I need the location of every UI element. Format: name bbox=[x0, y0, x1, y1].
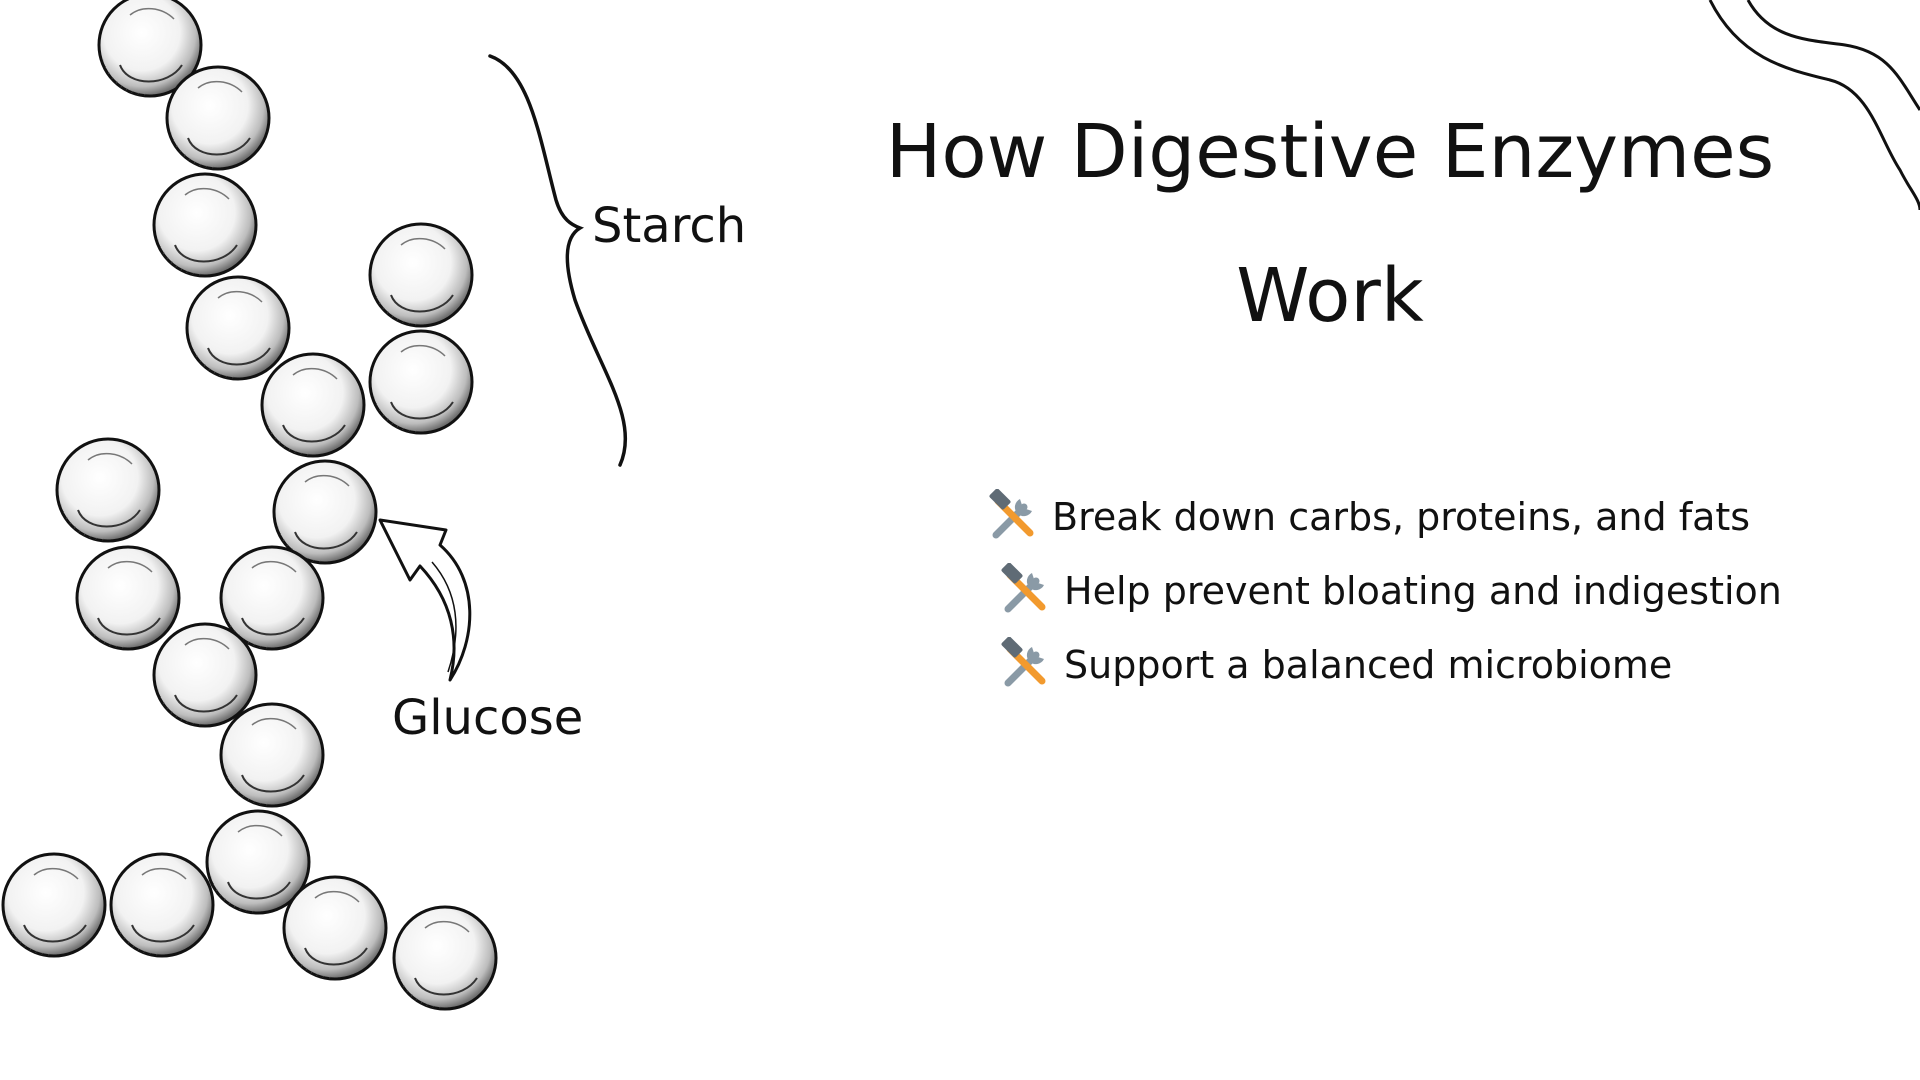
hammer-and-wrench-icon bbox=[989, 489, 1034, 539]
arrow-shading bbox=[431, 561, 457, 673]
glucose-molecule bbox=[152, 622, 258, 728]
glucose-molecule bbox=[109, 852, 215, 958]
benefits-list: Break down carbs, proteins, and fats Hel… bbox=[986, 480, 1782, 702]
glucose-molecule bbox=[219, 702, 325, 808]
glucose-molecule bbox=[368, 329, 474, 435]
glucose-molecule bbox=[165, 65, 271, 171]
list-item: Help prevent bloating and indigestion bbox=[998, 554, 1782, 628]
glucose-molecule bbox=[272, 459, 378, 565]
list-item: Support a balanced microbiome bbox=[998, 628, 1782, 702]
glucose-molecule bbox=[152, 172, 258, 278]
glucose-molecule bbox=[392, 905, 498, 1011]
starch-brace bbox=[488, 54, 628, 467]
benefit-text: Break down carbs, proteins, and fats bbox=[1052, 495, 1751, 539]
glucose-molecule bbox=[368, 222, 474, 328]
benefit-text: Support a balanced microbiome bbox=[1064, 643, 1673, 687]
glucose-molecule bbox=[282, 875, 388, 981]
starch-label: Starch bbox=[592, 198, 747, 254]
list-item: Break down carbs, proteins, and fats bbox=[986, 480, 1782, 554]
glucose-molecule bbox=[260, 352, 366, 458]
glucose-label: Glucose bbox=[392, 690, 584, 746]
glucose-molecule bbox=[185, 275, 291, 381]
hammer-and-wrench-icon bbox=[1001, 563, 1046, 613]
glucose-arrow bbox=[378, 518, 472, 682]
hammer-and-wrench-icon bbox=[1001, 637, 1046, 687]
glucose-molecule bbox=[1, 852, 107, 958]
decorative-squiggle bbox=[1708, 0, 1920, 211]
slide-title: How Digestive Enzymes Work bbox=[885, 109, 1775, 339]
benefit-text: Help prevent bloating and indigestion bbox=[1064, 569, 1782, 613]
glucose-molecule-chain bbox=[1, 0, 498, 1011]
decorative-squiggle bbox=[1746, 0, 1920, 111]
glucose-molecule bbox=[55, 437, 161, 543]
glucose-molecule bbox=[75, 545, 181, 651]
